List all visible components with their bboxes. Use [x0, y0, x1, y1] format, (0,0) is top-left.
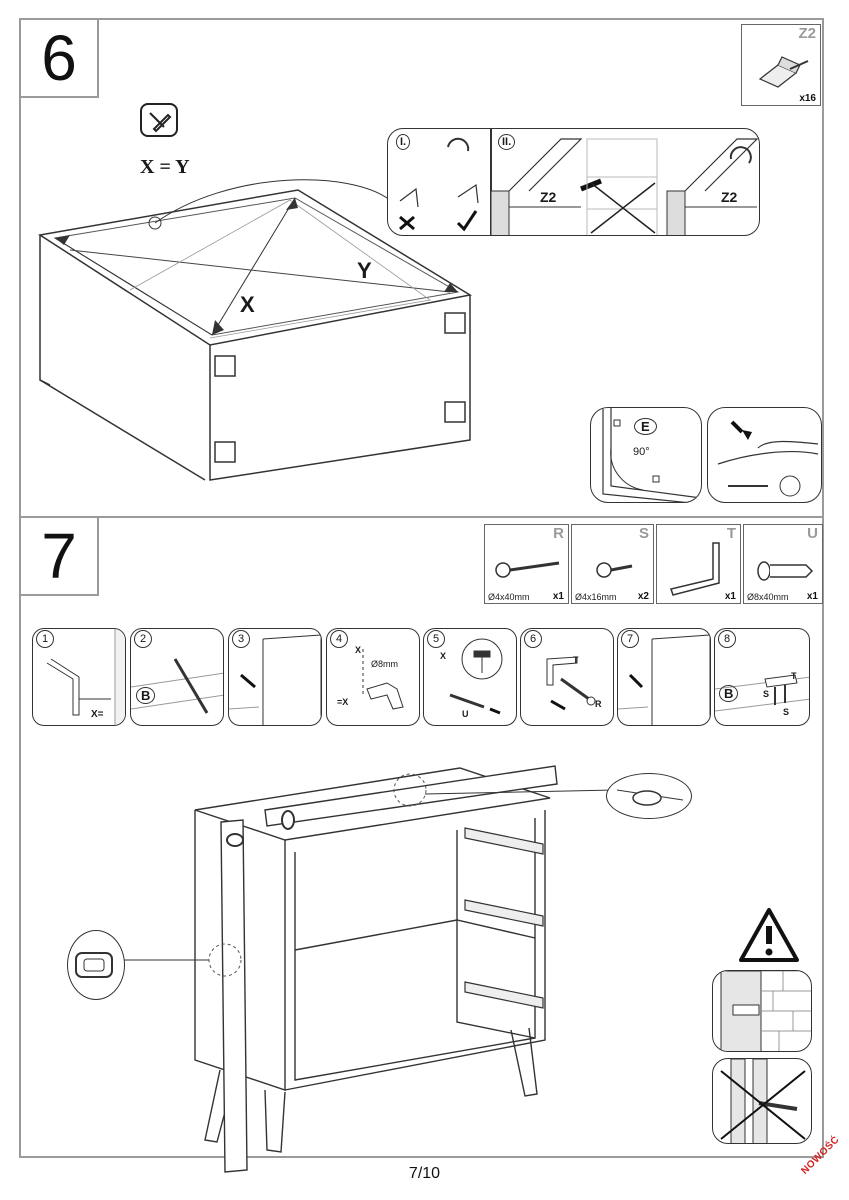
u-label: U: [462, 709, 469, 719]
t-label: T: [573, 655, 579, 665]
long-screw-icon: [495, 561, 560, 578]
part-dimension: Ø8x40mm: [747, 592, 789, 602]
bracket-detail-panel: I. II. Z2 Z2: [387, 128, 760, 236]
correct-wall-fixing-detail: [712, 970, 812, 1052]
part-code: R: [553, 525, 564, 542]
t-label: T: [791, 671, 797, 681]
x-label: X: [440, 651, 447, 661]
e-label: E: [634, 418, 657, 435]
part-qty: x1: [552, 591, 564, 602]
substep-4: 4 X =X Ø8mm: [326, 628, 420, 726]
substep-number: 2: [134, 630, 152, 648]
part-dimension: Ø4x40mm: [488, 592, 530, 602]
substep-number: 4: [330, 630, 348, 648]
substep-2: 2 B: [130, 628, 224, 726]
level-bubble-detail-left: [67, 930, 125, 1000]
bracket-orientation-sketch: [399, 137, 479, 232]
wrong-wall-fixing-detail: [712, 1058, 812, 1144]
hammer-plug-sketch: [449, 638, 503, 715]
bracket-install-sketch: [490, 138, 759, 235]
r-label: R: [595, 699, 602, 709]
parts-box-z2: Z2 x16: [741, 24, 821, 106]
diagonal-formula: X = Y: [140, 156, 190, 178]
detail-ii-label: II.: [498, 134, 516, 150]
part-qty: x2: [637, 591, 649, 602]
bracket-fixing-sketch: [715, 674, 809, 712]
parts-box-t: T x1: [656, 524, 741, 604]
corner-bracket-icon: [758, 56, 809, 88]
wall-plug-icon: [757, 561, 814, 581]
step-divider: [19, 516, 824, 518]
diagonal-x-label: X: [240, 292, 255, 317]
step-6-number: 6: [19, 18, 99, 98]
cabinet-level-illustration: [75, 765, 616, 1173]
substep-number: 7: [621, 630, 639, 648]
solid-wall-sketch: [720, 971, 811, 1051]
page-number: 7/10: [408, 1165, 441, 1182]
part-qty: x16: [799, 93, 816, 104]
parts-box-s: S Ø4x16mm x2: [571, 524, 654, 604]
substep-number: 8: [718, 630, 736, 648]
bracket-screw-sketch: [546, 656, 596, 711]
hand-press-sketch: [717, 420, 819, 497]
substep-number: 5: [427, 630, 445, 648]
parts-box-u: U Ø8x40mm x1: [743, 524, 823, 604]
drill-size-label: Ø8mm: [371, 659, 398, 669]
pencil-mark-sketch: [131, 658, 223, 714]
cabinet-to-wall-sketch: [229, 634, 321, 725]
z2-label-b: Z2: [721, 189, 738, 205]
part-code: Z2: [798, 25, 816, 42]
level-vial-icon: [75, 952, 113, 978]
substep-number: 6: [524, 630, 542, 648]
level-bubble-detail-right: [606, 773, 692, 819]
hand-press-detail: [707, 407, 822, 503]
part-qty: x1: [724, 591, 736, 602]
part-dimension: Ø4x16mm: [575, 592, 617, 602]
z2-label-a: Z2: [540, 189, 557, 205]
step-7-number: 7: [19, 516, 99, 596]
part-code: S: [638, 525, 649, 542]
s-label-2: S: [783, 707, 790, 717]
x-bottom-label: =X: [337, 697, 349, 707]
substep-7: 7: [617, 628, 711, 726]
substep-8: 8 B T S S: [714, 628, 810, 726]
part-qty: x1: [806, 591, 818, 602]
part-code: U: [807, 525, 818, 542]
parts-box-r: R Ø4x40mm x1: [484, 524, 569, 604]
cabinet-push-sketch: [618, 634, 710, 725]
b-marker: B: [719, 685, 739, 702]
short-screw-icon: [596, 562, 633, 578]
s-label-1: S: [763, 689, 770, 699]
angle-label: 90°: [633, 446, 650, 458]
substep-1: 1 X=: [32, 628, 126, 726]
drill-sketch: [362, 649, 404, 710]
substep-number: 1: [36, 630, 54, 648]
part-code: T: [726, 525, 736, 542]
substep-3: 3: [228, 628, 322, 726]
level-bubble-icon: [616, 789, 684, 806]
drywall-cross-sketch: [720, 1059, 806, 1143]
substep-6: 6 T R: [520, 628, 614, 726]
cabinet-top-view-illustration: [37, 179, 473, 481]
square-tool-icon: [140, 103, 178, 137]
detail-i-label: I.: [396, 134, 411, 150]
substep-number: 3: [232, 630, 250, 648]
l-bracket-icon: [670, 542, 720, 596]
b-marker: B: [136, 687, 156, 704]
diagonal-y-label: Y: [357, 258, 372, 283]
warning-icon: [739, 908, 799, 962]
corner-angle-detail: E 90°: [590, 407, 702, 503]
substep-5: 5 X U: [423, 628, 517, 726]
measure-label: X=: [91, 709, 104, 720]
x-top-label: X: [355, 645, 362, 655]
bracket-measure-sketch: [46, 629, 125, 725]
right-angle-sketch: [602, 408, 701, 502]
